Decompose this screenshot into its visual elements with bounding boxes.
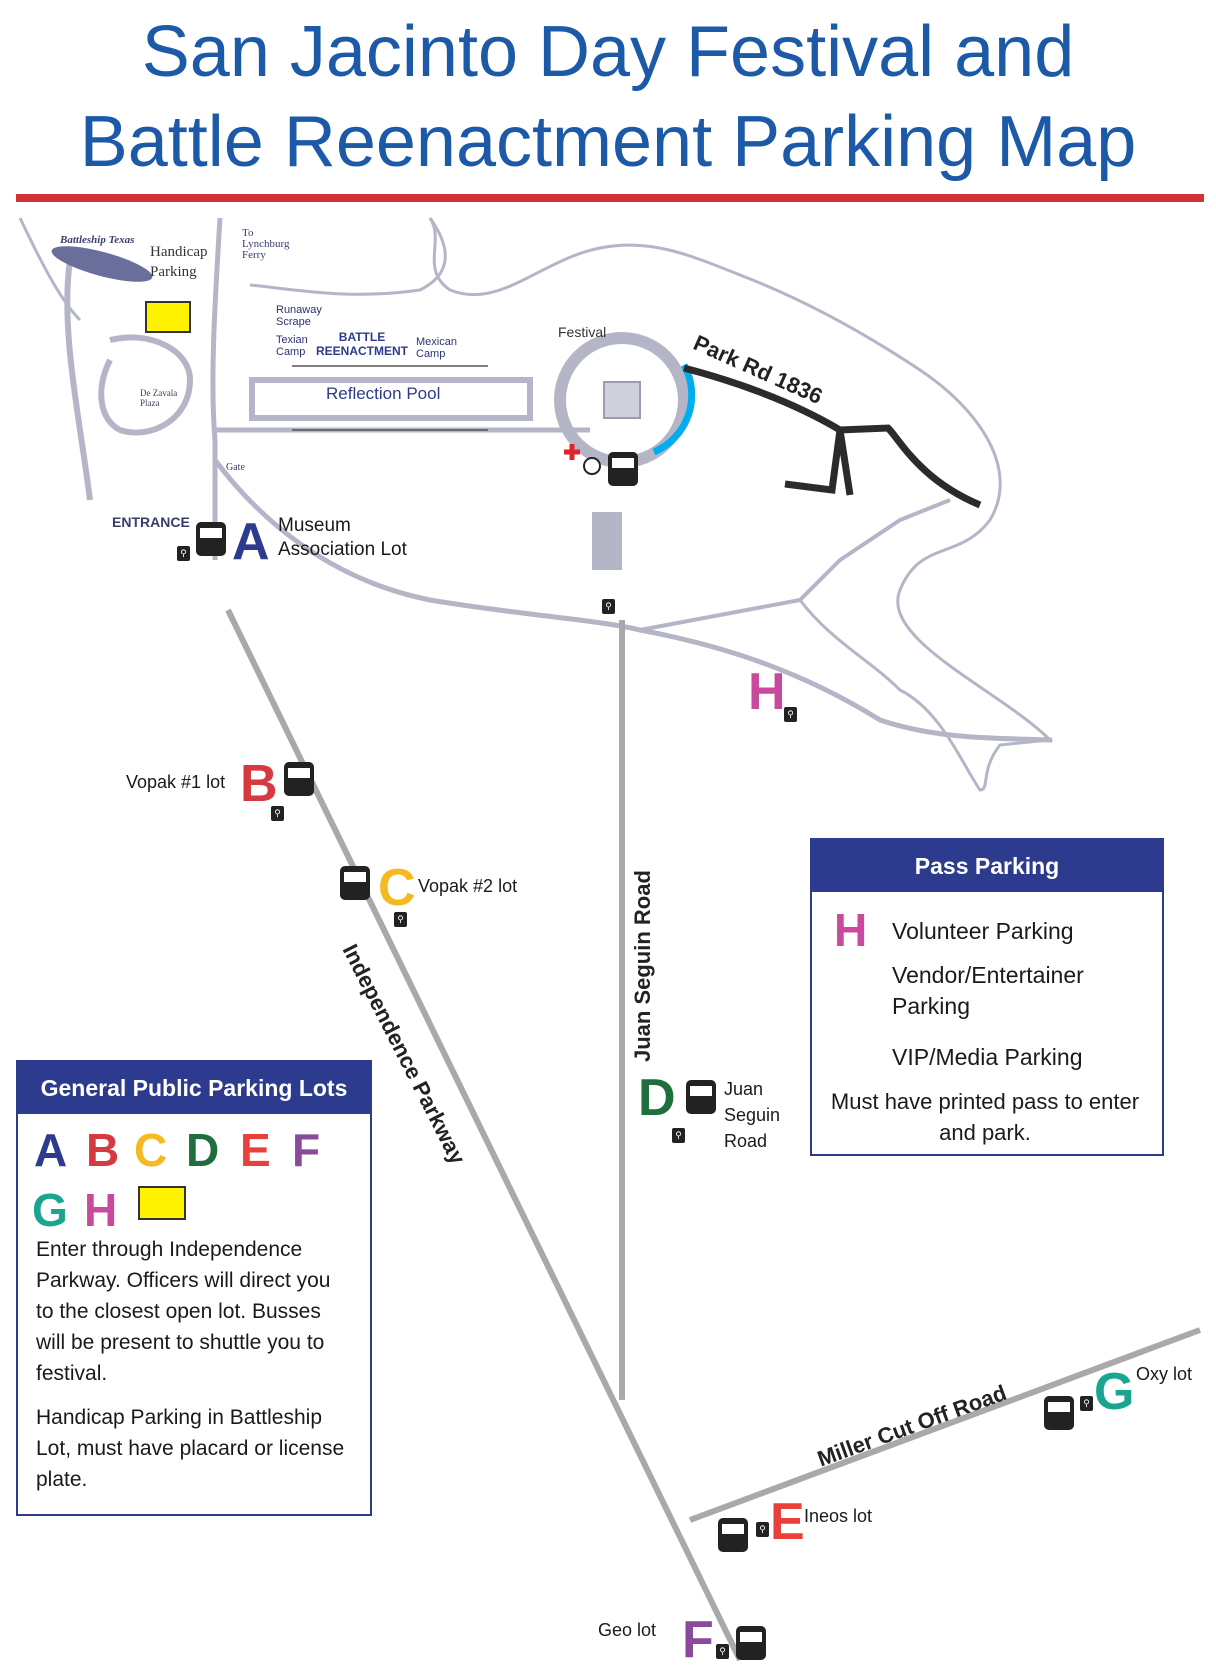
- legend-letter-c: C: [134, 1124, 168, 1176]
- bus-icon: [1044, 1396, 1074, 1430]
- lot-a-label: Museum Association Lot: [278, 515, 407, 560]
- pass-parking-box: Pass Parking H Volunteer Parking Vendor/…: [810, 838, 1164, 1156]
- legend-letter-g: G: [32, 1184, 68, 1236]
- first-aid-icon: [564, 444, 580, 460]
- de-zavala-label: De Zavala Plaza: [140, 388, 178, 408]
- battleship-shape: [51, 246, 153, 282]
- page-title-line2: Battle Reenactment Parking Map: [79, 102, 1137, 182]
- lot-d-label: Juan Seguin Road: [724, 1079, 781, 1151]
- lot-f-letter: F: [682, 1611, 714, 1669]
- lot-c-label: Vopak #2 lot: [418, 876, 518, 896]
- restroom-icon: ⚲: [602, 599, 615, 614]
- lot-c-letter: C: [378, 859, 416, 917]
- restroom-icon: ⚲: [271, 806, 284, 821]
- general-public-box: General Public Parking Lots A B C D E F …: [16, 1060, 372, 1516]
- lot-g-letter: G: [1094, 1363, 1135, 1421]
- juan-seguin-road-label: Juan Seguin Road: [630, 870, 655, 1062]
- restroom-icon: ⚲: [756, 1522, 769, 1537]
- vip-parking-label: VIP/Media Parking: [892, 1044, 1083, 1070]
- bus-icon: [284, 762, 314, 796]
- vendor-parking-road: [683, 364, 982, 509]
- lot-b-label: Vopak #1 lot: [126, 772, 226, 792]
- lot-a-letter: A: [232, 513, 270, 571]
- miller-cut-off-road: [688, 1327, 1202, 1523]
- handicap-lot: [145, 301, 191, 333]
- vendor-parking-label: Vendor/Entertainer Parking: [892, 962, 1084, 1019]
- pass-note: Must have printed pass to enter and park…: [830, 1089, 1140, 1145]
- legend-handicap-swatch: [138, 1186, 186, 1220]
- restroom-icon: ⚲: [784, 707, 797, 722]
- title-divider: [16, 194, 1204, 202]
- battle-reenactment-label: BATTLE REENACTMENT: [316, 330, 408, 358]
- reflection-pool-rect: [249, 377, 533, 421]
- lot-g-label: Oxy lot: [1136, 1364, 1193, 1384]
- legend-letter-f: F: [292, 1124, 321, 1176]
- restroom-icon: ⚲: [1080, 1396, 1093, 1411]
- volunteer-parking-label: Volunteer Parking: [892, 918, 1074, 944]
- gate-label: Gate: [226, 462, 245, 473]
- general-public-text1: Enter through Independence Parkway. Offi…: [36, 1238, 331, 1385]
- bus-icon: [686, 1080, 716, 1114]
- general-public-text2: Handicap Parking in Battleship Lot, must…: [36, 1406, 345, 1491]
- lot-d-letter: D: [638, 1069, 676, 1127]
- texian-camp-label: Texian Camp: [276, 334, 308, 358]
- info-icon: [583, 457, 601, 475]
- general-public-heading: General Public Parking Lots: [18, 1062, 370, 1114]
- legend-letter-e: E: [240, 1124, 271, 1176]
- vip-media-parking: [652, 363, 696, 456]
- festival-label: Festival: [558, 324, 607, 340]
- bus-icon: [196, 522, 226, 556]
- park-road-west: [64, 259, 194, 501]
- restroom-icon: ⚲: [672, 1128, 685, 1143]
- lot-b-letter: B: [240, 755, 278, 813]
- park-boundary: [428, 217, 1054, 792]
- lynchburg-label: To Lynchburg Ferry: [242, 227, 290, 261]
- bus-icon: [718, 1518, 748, 1552]
- battleship-texas-label: Battleship Texas: [60, 234, 135, 246]
- lot-f-label: Geo lot: [598, 1620, 657, 1640]
- runaway-scrape-label: Runaway Scrape: [276, 304, 322, 328]
- bus-icon: [340, 866, 370, 900]
- lot-e-label: Ineos lot: [804, 1506, 873, 1526]
- lot-h-letter: H: [748, 663, 786, 721]
- monument: [603, 381, 641, 419]
- legend-letter-h: H: [84, 1184, 118, 1236]
- park-road-east: [639, 498, 951, 632]
- gray-lot: [592, 512, 622, 570]
- handicap-parking-label: Handicap Parking: [150, 244, 208, 280]
- page-title-line1: San Jacinto Day Festival and: [141, 12, 1075, 92]
- entrance-label: ENTRANCE: [112, 514, 190, 530]
- legend-letter-b: B: [86, 1124, 120, 1176]
- lot-e-letter: E: [770, 1493, 805, 1551]
- volunteer-h-letter: H: [834, 904, 868, 956]
- legend-letter-a: A: [34, 1124, 68, 1176]
- bus-icon: [608, 452, 638, 486]
- reflection-pool-label: Reflection Pool: [326, 384, 441, 403]
- restroom-icon: ⚲: [716, 1644, 729, 1659]
- mexican-camp-label: Mexican Camp: [416, 336, 457, 360]
- legend-letter-d: D: [186, 1124, 220, 1176]
- river-bank: [18, 217, 447, 322]
- restroom-icon: ⚲: [177, 546, 190, 561]
- bus-icon: [736, 1626, 766, 1660]
- pass-parking-heading: Pass Parking: [812, 840, 1162, 892]
- restroom-icon: ⚲: [394, 912, 407, 927]
